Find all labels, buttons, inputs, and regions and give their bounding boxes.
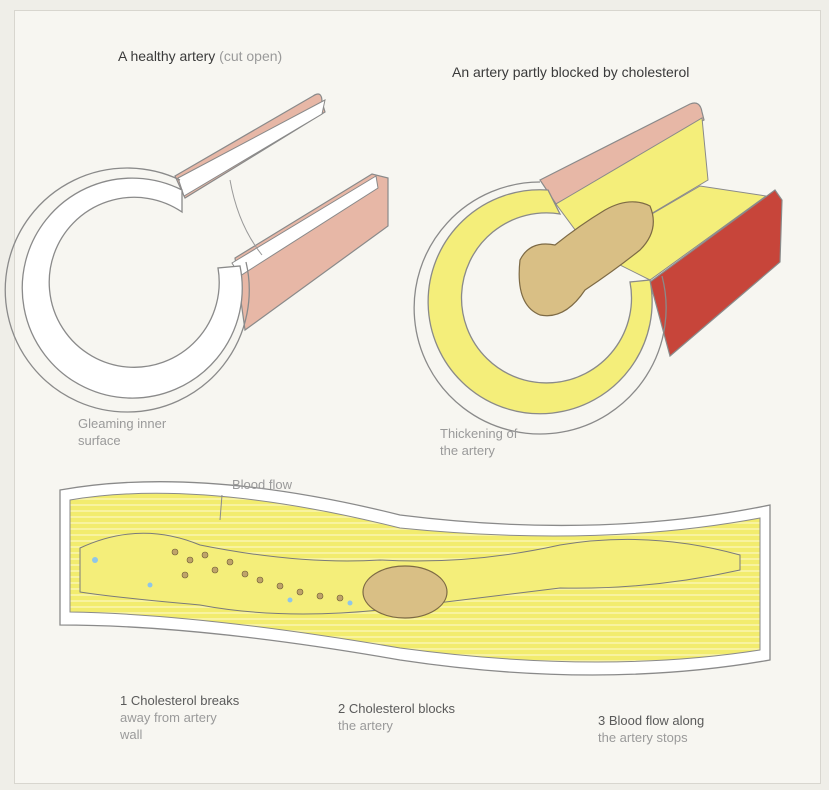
healthy-note: Gleaming inner surface — [78, 415, 166, 449]
healthy-note-line1: Gleaming inner — [78, 415, 166, 432]
blocked-note: Thickening of the artery — [440, 425, 517, 459]
long-artery-drawing — [60, 482, 770, 675]
blocked-note-line2: the artery — [440, 442, 517, 459]
blocked-artery-title: An artery partly blocked by cholesterol — [452, 64, 689, 81]
step3-label: 3 Blood flow along the artery stops — [598, 712, 704, 746]
step1-line1: 1 Cholesterol breaks — [120, 692, 239, 709]
step1-line2: away from artery — [120, 709, 239, 726]
healthy-note-line2: surface — [78, 432, 166, 449]
blocked-note-line1: Thickening of — [440, 425, 517, 442]
blood-flow-label: Blood flow — [232, 476, 292, 493]
step2-label: 2 Cholesterol blocks the artery — [338, 700, 455, 734]
blocked-artery-drawing — [414, 103, 782, 434]
step2-line1: 2 Cholesterol blocks — [338, 700, 455, 717]
healthy-title-faint: (cut open) — [219, 48, 282, 64]
step1-line3: wall — [120, 726, 239, 743]
healthy-title-text: A healthy artery — [118, 48, 215, 64]
healthy-artery-drawing — [5, 94, 388, 412]
step3-line2: the artery stops — [598, 729, 704, 746]
step1-label: 1 Cholesterol breaks away from artery wa… — [120, 692, 239, 743]
step3-line1: 3 Blood flow along — [598, 712, 704, 729]
healthy-artery-title: A healthy artery (cut open) — [118, 48, 282, 65]
step2-line2: the artery — [338, 717, 455, 734]
